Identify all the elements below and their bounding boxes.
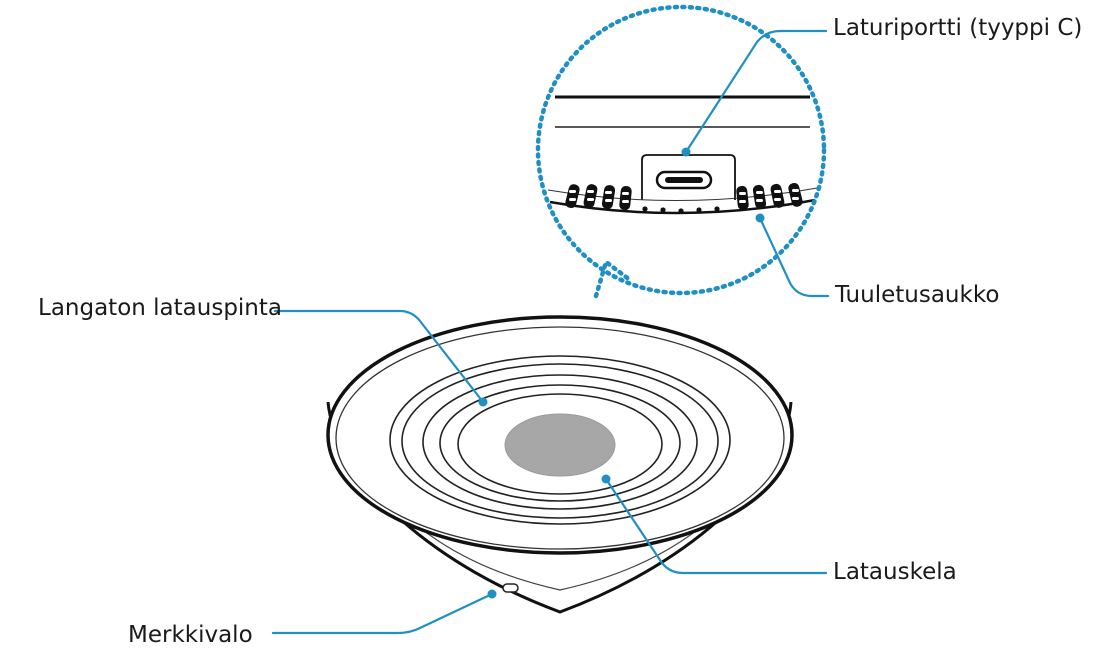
label-vent: Tuuletusaukko <box>835 282 1000 308</box>
ring-2 <box>401 363 719 519</box>
label-charger-port: Laturiportti (tyyppi C) <box>833 15 1083 41</box>
label-charging-coil: Latauskela <box>833 559 957 585</box>
leader-wireless-surface <box>273 309 485 404</box>
leader-charging-coil <box>604 477 828 575</box>
ring-5 <box>457 393 663 495</box>
surface-rings <box>389 355 731 525</box>
leader-vent <box>758 216 830 298</box>
pad-top-inner-edge <box>335 326 785 550</box>
charging-coil <box>504 413 616 477</box>
vent-dots <box>642 206 720 214</box>
charger-pad <box>326 315 794 614</box>
ring-3 <box>422 374 698 510</box>
label-wireless-surface: Langaton latauspinta <box>38 295 282 321</box>
leader-lines <box>271 29 830 635</box>
zoom-content <box>538 7 824 293</box>
ring-1 <box>389 355 731 525</box>
leader-indicator-light <box>271 592 494 635</box>
vent-slots-right <box>736 182 803 210</box>
zoom-pointer <box>593 258 633 299</box>
zoom-border <box>535 4 827 296</box>
label-indicator-light: Merkkivalo <box>128 622 253 648</box>
indicator-light <box>502 583 519 593</box>
vent-slots-left <box>565 184 632 211</box>
ring-4 <box>439 384 681 502</box>
zoom-callout <box>535 4 827 299</box>
leader-charger-port <box>684 29 828 154</box>
